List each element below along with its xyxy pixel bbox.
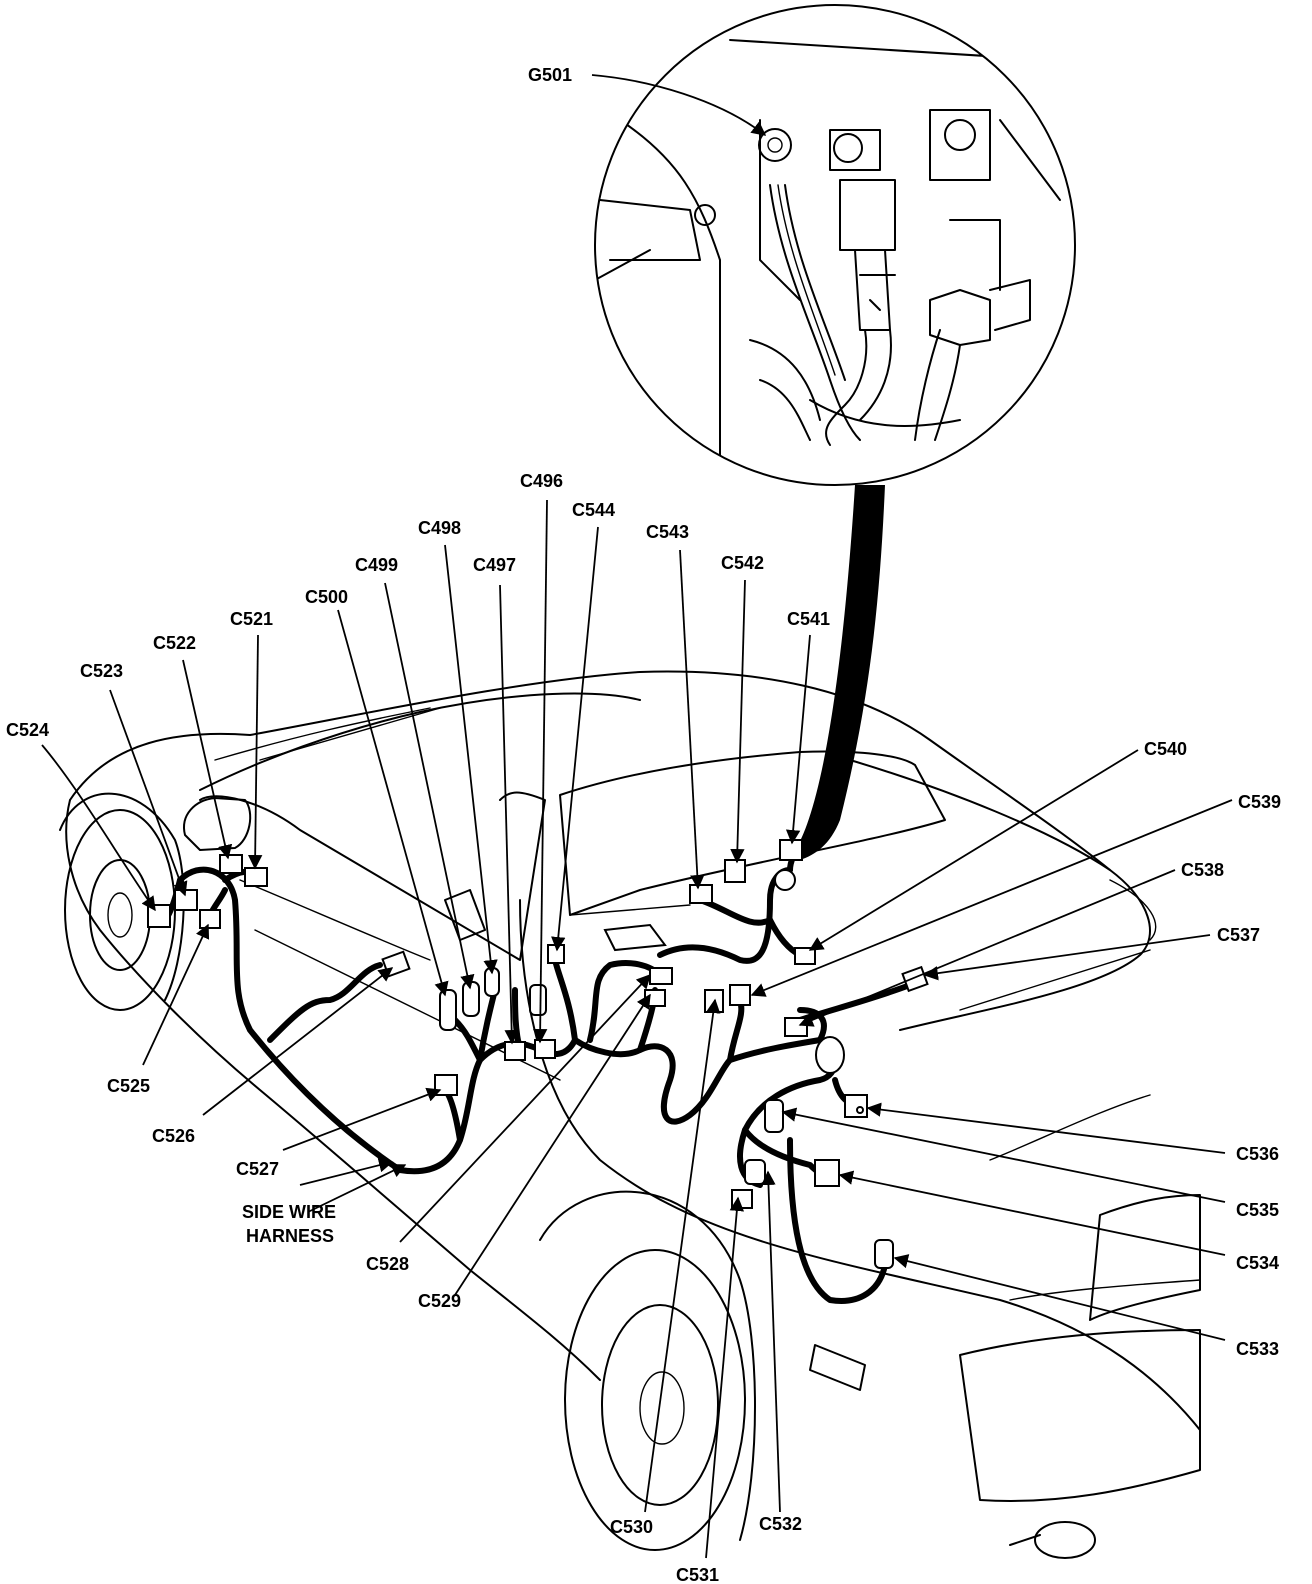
label-c541: C541 (787, 609, 830, 629)
label-c496: C496 (520, 471, 563, 491)
label-c498: C498 (418, 518, 461, 538)
label-c543: C543 (646, 522, 689, 542)
label-c536: C536 (1236, 1144, 1279, 1164)
label-c538: C538 (1181, 860, 1224, 880)
label-c532: C532 (759, 1514, 802, 1534)
label-c542: C542 (721, 553, 764, 573)
detail-inset (594, 4, 1076, 860)
harness-label-line2: HARNESS (246, 1226, 334, 1246)
label-c522: C522 (153, 633, 196, 653)
label-c535: C535 (1236, 1200, 1279, 1220)
label-c544: C544 (572, 500, 615, 520)
label-c530: C530 (610, 1517, 653, 1537)
label-c523: C523 (80, 661, 123, 681)
label-c497: C497 (473, 555, 516, 575)
label-c540: C540 (1144, 739, 1187, 759)
harness-label-line1: SIDE WIRE (242, 1202, 336, 1222)
label-c528: C528 (366, 1254, 409, 1274)
label-c500: C500 (305, 587, 348, 607)
label-c529: C529 (418, 1291, 461, 1311)
ground-label-g501: G501 (528, 65, 572, 85)
label-c531: C531 (676, 1565, 719, 1584)
label-c525: C525 (107, 1076, 150, 1096)
label-c533: C533 (1236, 1339, 1279, 1359)
label-c521: C521 (230, 609, 273, 629)
label-c527: C527 (236, 1159, 279, 1179)
label-c537: C537 (1217, 925, 1260, 945)
labels: G501 C496 C497 C498 C499 C500 C521 C522 … (6, 65, 1281, 1584)
label-c524: C524 (6, 720, 49, 740)
car-body (59, 670, 1201, 1559)
label-c499: C499 (355, 555, 398, 575)
label-c539: C539 (1238, 792, 1281, 812)
label-c534: C534 (1236, 1253, 1279, 1273)
leader-lines (41, 74, 1233, 1559)
label-c526: C526 (152, 1126, 195, 1146)
